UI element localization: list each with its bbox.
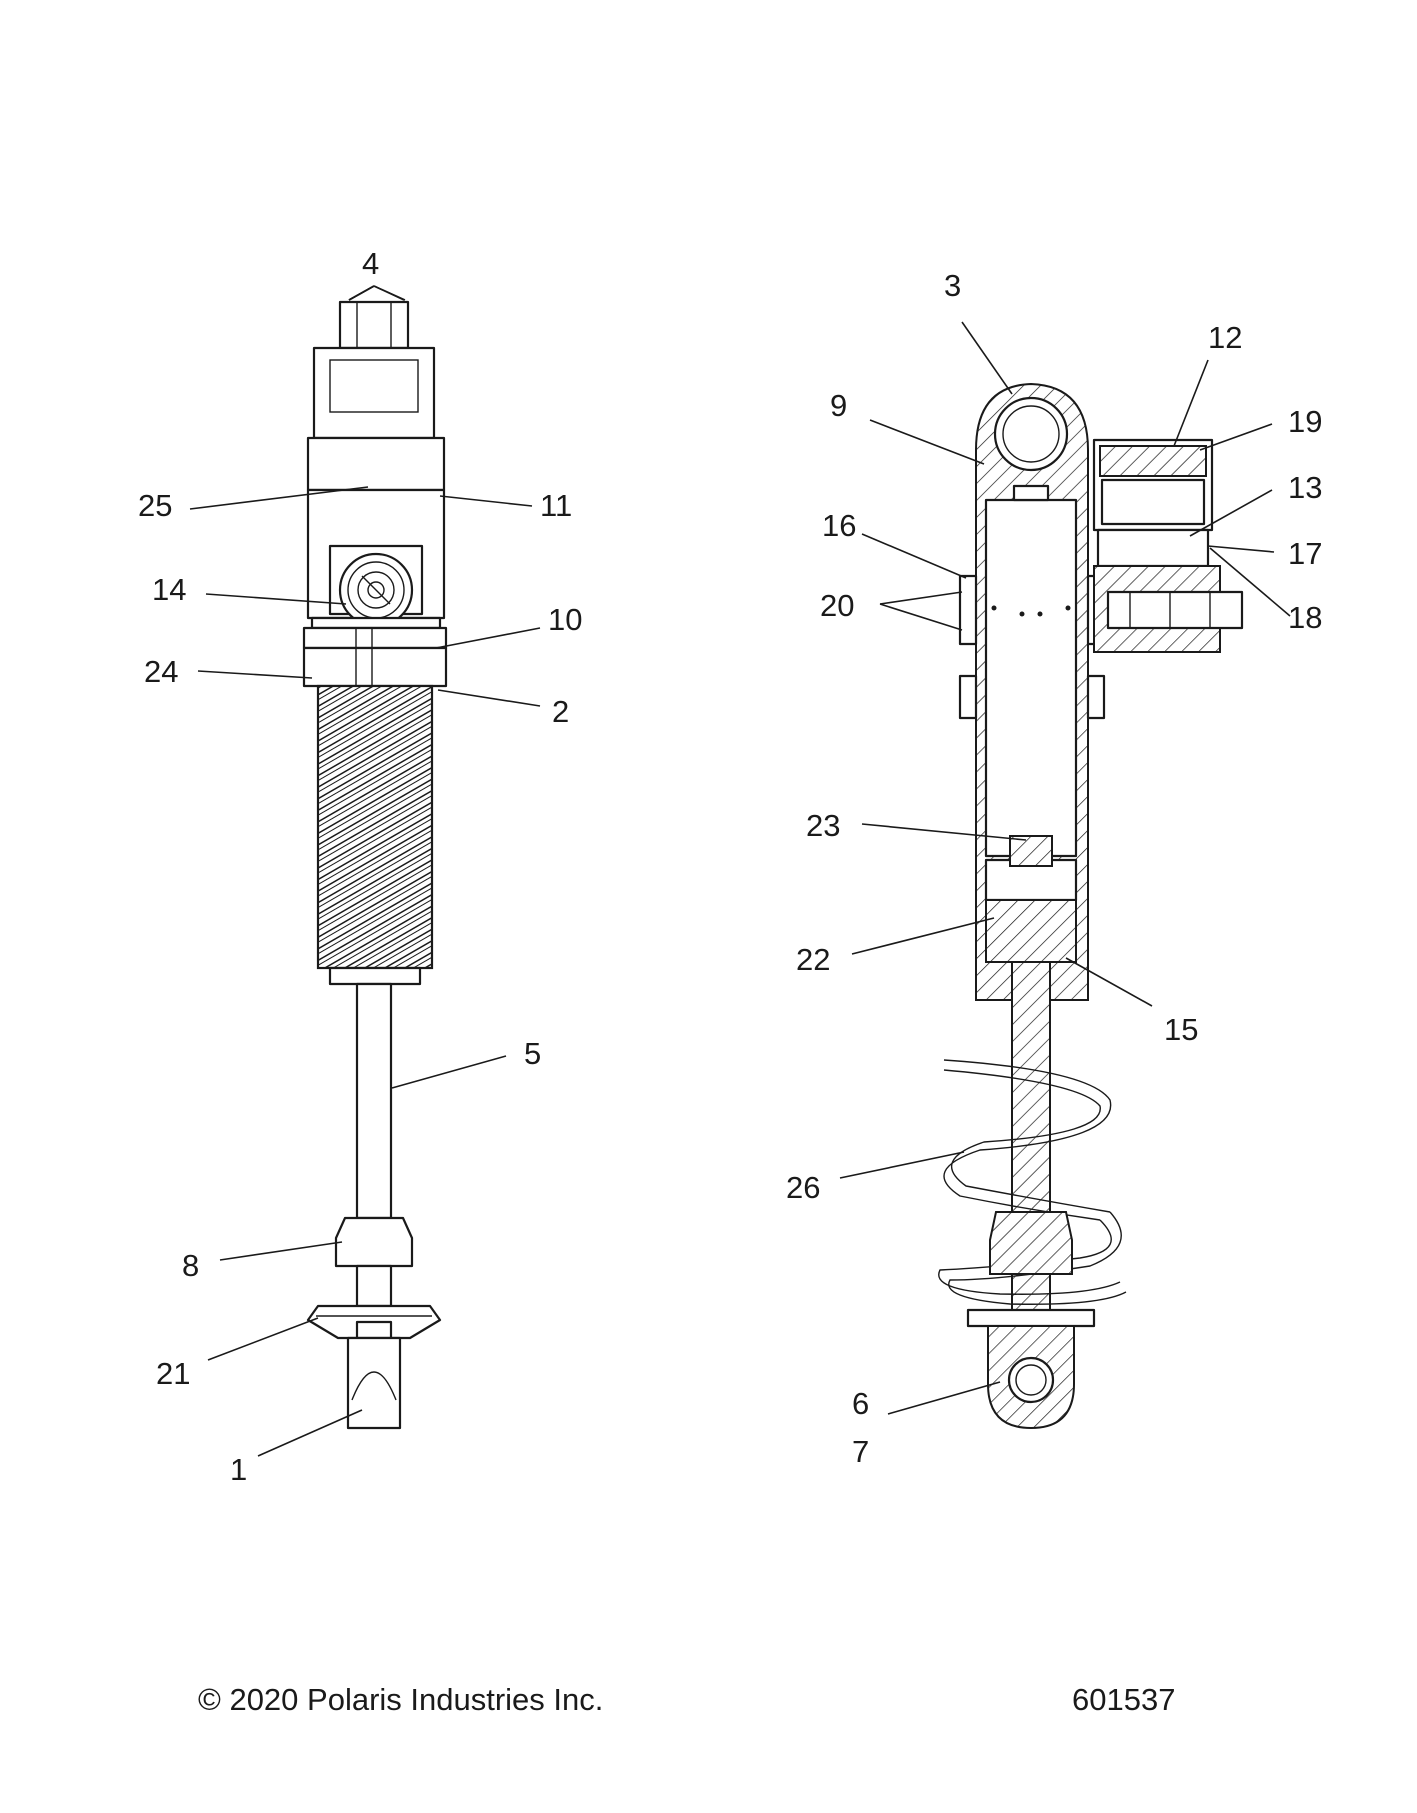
callout-21: 21	[156, 1356, 190, 1391]
callout-3: 3	[944, 268, 961, 303]
callout-10: 10	[548, 602, 582, 637]
callout-13: 13	[1288, 470, 1322, 505]
callout-20: 20	[820, 588, 854, 623]
cutaway-shaft	[1011, 961, 1051, 1343]
callout-7: 7	[852, 1434, 869, 1469]
copyright-notice: © 2020 Polaris Industries Inc.	[198, 1682, 604, 1717]
callout-4: 4	[362, 246, 379, 281]
callout-16: 16	[822, 508, 856, 543]
callout-9: 9	[830, 388, 847, 423]
callout-17: 17	[1288, 536, 1322, 571]
threaded-body	[316, 684, 434, 970]
callout-2: 2	[552, 694, 569, 729]
callout-22: 22	[796, 942, 830, 977]
preload-collar	[302, 626, 448, 650]
adjuster-knob	[338, 552, 414, 628]
callout-18: 18	[1288, 600, 1322, 635]
leader-lines	[189, 285, 1291, 1457]
callout-6: 6	[852, 1386, 869, 1421]
callout-8: 8	[182, 1248, 199, 1283]
callout-23: 23	[806, 808, 840, 843]
seal-ring	[310, 616, 442, 630]
callout-24: 24	[144, 654, 178, 689]
right-shock-cutaway	[938, 382, 1244, 1430]
diagram-number: 601537	[1072, 1682, 1176, 1717]
bump-stop	[334, 1216, 414, 1268]
top-nut	[338, 300, 410, 350]
valve-body	[306, 436, 446, 492]
shaft	[355, 982, 393, 1220]
callout-1: 1	[230, 1452, 247, 1487]
coil-spring	[938, 1059, 1127, 1305]
callout-labels: 4 25 11 14 10 24 2 5 8 21 1 3 12 9 19 13…	[138, 246, 1322, 1487]
seal-head	[985, 899, 1077, 963]
body-bottom	[328, 966, 422, 986]
callout-11: 11	[540, 488, 572, 523]
label-plate	[329, 359, 419, 413]
inner-cylinder	[984, 498, 1078, 858]
callout-15: 15	[1164, 1012, 1198, 1047]
callout-5: 5	[524, 1036, 541, 1071]
callout-26: 26	[786, 1170, 820, 1205]
callout-14: 14	[152, 572, 186, 607]
callout-12: 12	[1208, 320, 1242, 355]
reservoir-cap	[312, 346, 436, 440]
callout-25: 25	[138, 488, 172, 523]
lower-eye	[346, 1336, 402, 1430]
callout-19: 19	[1288, 404, 1322, 439]
left-shock-assembly	[302, 300, 448, 1430]
lock-ring	[302, 646, 448, 688]
